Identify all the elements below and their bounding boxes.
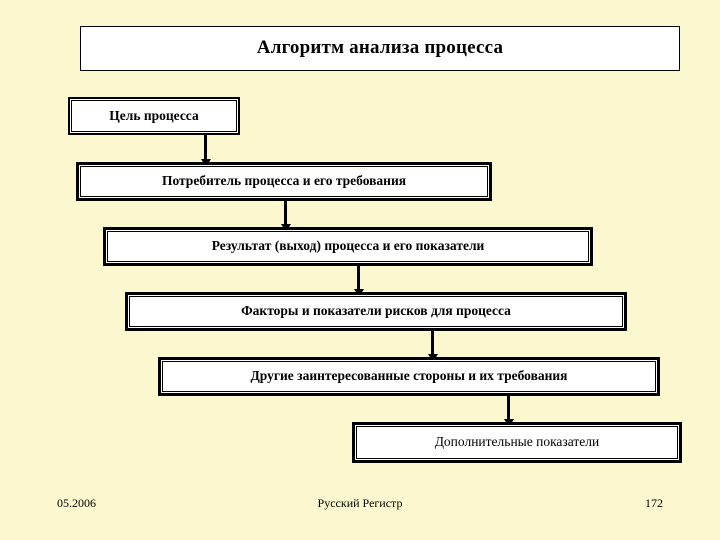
page-title: Алгоритм анализа процесса (256, 37, 504, 59)
flow-step-result-label: Результат (выход) процесса и его показат… (211, 238, 485, 254)
slide-footer: 05.2006 Русский Регистр 172 (0, 496, 720, 516)
flow-step-consumer[interactable]: Потребитель процесса и его требования (76, 162, 492, 201)
flow-step-goal[interactable]: Цель процесса (68, 97, 240, 135)
flow-step-stakeholders[interactable]: Другие заинтересованные стороны и их тре… (158, 357, 660, 396)
flow-step-risks[interactable]: Факторы и показатели рисков для процесса (125, 292, 627, 331)
flow-step-stakeholders-label: Другие заинтересованные стороны и их тре… (250, 368, 568, 384)
flow-step-goal-label: Цель процесса (109, 107, 199, 123)
connector-arrow-result-to-risks (357, 266, 360, 290)
connector-arrow-risks-to-stakeholders (431, 331, 434, 355)
footer-date: 05.2006 (57, 496, 96, 510)
connector-arrow-consumer-to-result (284, 201, 287, 225)
flow-step-consumer-label: Потребитель процесса и его требования (161, 173, 407, 189)
flow-step-result[interactable]: Результат (выход) процесса и его показат… (103, 227, 593, 266)
flow-step-extra[interactable]: Дополнительные показатели (352, 422, 682, 463)
flow-step-extra-label: Дополнительные показатели (434, 434, 600, 450)
footer-page-number: 172 (645, 496, 663, 510)
connector-arrow-goal-to-consumer (204, 135, 207, 160)
connector-arrow-stakeholders-to-extra (507, 396, 510, 420)
flow-step-risks-label: Факторы и показатели рисков для процесса (241, 303, 511, 319)
footer-organization: Русский Регистр (317, 496, 403, 510)
slide-title-box: Алгоритм анализа процесса (80, 26, 680, 71)
